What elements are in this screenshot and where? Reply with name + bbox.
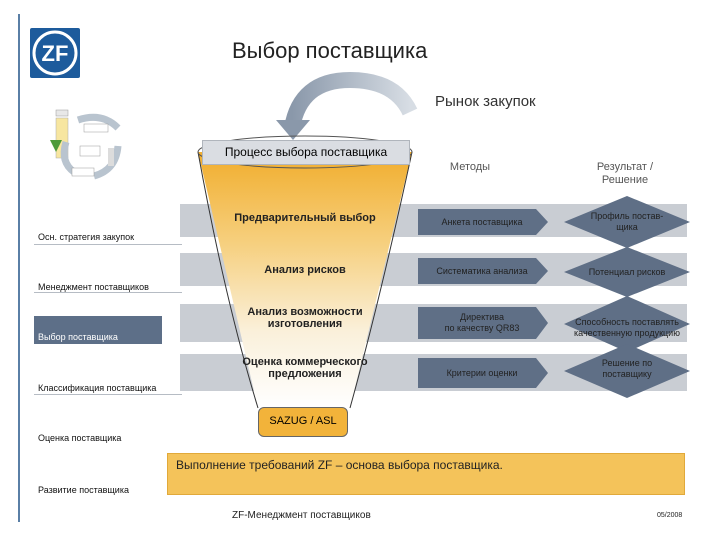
result-label-line2: поставщику bbox=[602, 369, 652, 379]
column-header-methods: Методы bbox=[449, 161, 491, 173]
column-header-result-line1: Результат / bbox=[596, 161, 654, 173]
zf-logo-icon: ZF bbox=[32, 30, 78, 76]
funnel-edge-right bbox=[349, 151, 413, 409]
method-arrow-1 bbox=[418, 209, 548, 235]
result-diamond-1 bbox=[564, 196, 690, 248]
menu-item-supplier-selection-label: Выбор поставщика bbox=[38, 332, 118, 342]
method-label: Директива по качеству QR83 bbox=[422, 312, 542, 334]
cycle-thumbnail-icon bbox=[50, 109, 122, 180]
result-label-line2: щика bbox=[616, 222, 638, 232]
method-label-line1: Анкета поставщика bbox=[441, 217, 523, 227]
method-label-line1: Директива bbox=[459, 312, 504, 322]
page-title: Выбор поставщика bbox=[232, 38, 428, 63]
method-label-line1: Критерии оценки bbox=[446, 368, 518, 378]
stage-label: Анализ возможности изготовления bbox=[200, 306, 410, 330]
method-arrow-4 bbox=[418, 358, 548, 388]
logo-text: ZF bbox=[42, 41, 69, 66]
method-label: Систематика анализа bbox=[422, 266, 542, 277]
funnel-top-rim bbox=[197, 135, 413, 169]
stage-label-line1: Оценка коммерческого bbox=[242, 356, 368, 368]
menu-divider bbox=[34, 292, 182, 293]
process-label: Процесс выбора поставщика bbox=[202, 140, 410, 165]
method-arrow-2 bbox=[418, 258, 548, 284]
method-label: Критерии оценки bbox=[422, 368, 542, 379]
result-label: Потенциал рисков bbox=[570, 267, 684, 278]
result-label-line1: Способность поставлять bbox=[575, 317, 679, 327]
stage-label: Предварительный выбор bbox=[200, 212, 410, 224]
requirements-banner: Выполнение требований ZF – основа выбора… bbox=[167, 453, 685, 495]
stage-label-line1: Анализ возможности bbox=[247, 306, 363, 318]
stage-label: Оценка коммерческого предложения bbox=[200, 356, 410, 380]
footer-date: 05/2008 bbox=[657, 512, 683, 519]
market-label: Рынок закупок bbox=[435, 93, 536, 110]
menu-item-strategy: Осн. стратегия закупок bbox=[38, 232, 135, 242]
column-header-result: Результат / Решение bbox=[570, 161, 680, 187]
stage-label-line2: предложения bbox=[268, 368, 342, 380]
stage-label-line2: изготовления bbox=[267, 318, 343, 330]
stage-label-line1: Анализ рисков bbox=[264, 264, 346, 276]
result-label-line2: качественную продукцию bbox=[574, 328, 680, 338]
requirements-banner-text: Выполнение требований ZF – основа выбора… bbox=[176, 458, 503, 472]
funnel-edge-left bbox=[197, 151, 259, 409]
menu-item-evaluation: Оценка поставщика bbox=[38, 433, 122, 443]
menu-item-development: Развитие поставщика bbox=[38, 485, 129, 495]
method-label-line2: по качеству QR83 bbox=[444, 323, 520, 333]
result-label-line1: Профиль постав- bbox=[590, 211, 664, 221]
stage-label: Анализ рисков bbox=[200, 264, 410, 276]
method-label-line1: Систематика анализа bbox=[436, 266, 528, 276]
return-arrow-head bbox=[276, 120, 310, 140]
funnel-output-box: SAZUG / ASL bbox=[258, 407, 348, 437]
result-label: Профиль постав- щика bbox=[570, 211, 684, 233]
menu-item-supplier-selection: Выбор поставщика bbox=[34, 316, 162, 344]
result-label-line1: Потенциал рисков bbox=[588, 267, 666, 277]
method-label: Анкета поставщика bbox=[422, 217, 542, 228]
zf-logo: ZF bbox=[30, 28, 80, 78]
column-header-result-line2: Решение bbox=[601, 174, 649, 186]
result-label: Решение по поставщику bbox=[570, 358, 684, 380]
menu-divider bbox=[34, 244, 182, 245]
result-label-line1: Решение по bbox=[601, 358, 653, 368]
method-arrow-3 bbox=[418, 307, 548, 339]
result-diamond-2 bbox=[564, 247, 690, 297]
footer-title: ZF-Менеджмент поставщиков bbox=[232, 510, 371, 521]
stage-label-line1: Предварительный выбор bbox=[234, 212, 376, 224]
result-label: Способность поставлять качественную прод… bbox=[564, 317, 690, 339]
menu-item-classification: Классификация поставщика bbox=[38, 383, 157, 393]
left-vertical-rule bbox=[18, 14, 20, 522]
menu-item-supplier-management: Менеджмент поставщиков bbox=[38, 282, 149, 292]
result-diamond-4 bbox=[564, 344, 690, 398]
result-diamond-3 bbox=[564, 296, 690, 352]
menu-divider bbox=[34, 394, 182, 395]
funnel bbox=[198, 152, 412, 408]
return-arrow bbox=[284, 71, 418, 130]
